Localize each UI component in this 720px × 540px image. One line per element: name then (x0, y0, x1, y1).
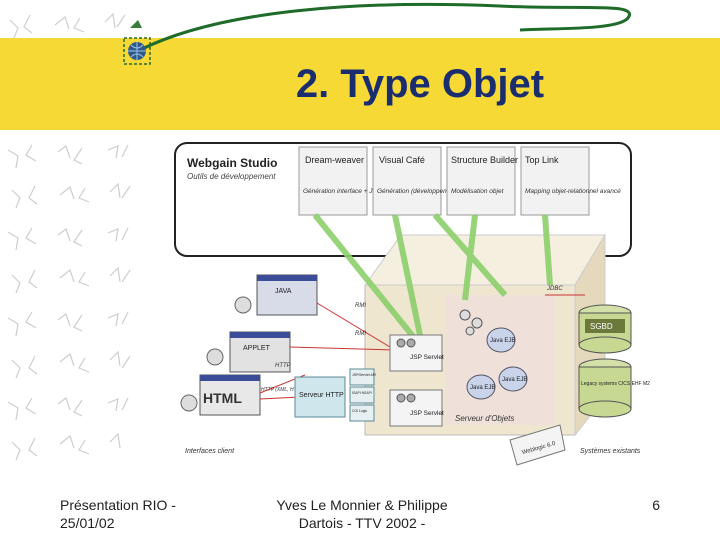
footer-presentation: Présentation RIO - 25/01/02 (60, 497, 176, 531)
tool-box-dreamweaver: Dream-weaver Génération interface + JSP (298, 146, 382, 216)
gateway-label: JSP/Servlet API (352, 373, 376, 377)
tool-name: Visual Café (379, 155, 425, 165)
ejb-component: Java EJB (498, 366, 528, 392)
slide-title: 2. Type Objet (295, 62, 545, 106)
tool-desc: Mapping objet-relationnel avancé (525, 188, 621, 195)
client-html: HTML (180, 374, 261, 416)
studio-title: Webgain Studio (187, 156, 277, 170)
jsp-servlet-box-1: JSP Servlet (389, 334, 444, 372)
protocol-label: HTTP (275, 363, 291, 369)
swoosh-curve (139, 2, 632, 52)
weblogic-tag: Weblogic 6.0 (509, 424, 566, 466)
client-label: HTML (203, 390, 242, 406)
ejb-component: Java EJB (466, 374, 496, 400)
page-number: 6 (652, 497, 660, 513)
gateway-label: CGI Logic (352, 409, 367, 413)
title-decoration (123, 2, 632, 65)
background-pattern (7, 12, 131, 461)
client-applet: APPLET (206, 331, 291, 373)
tool-desc: Modélisation objet (451, 188, 505, 195)
tool-name: Top Link (525, 155, 559, 165)
tool-desc: Génération (développement) (377, 188, 460, 195)
gear-icon (459, 309, 483, 336)
jsp-label: JSP Servlet (410, 410, 444, 417)
ejb-label: Java EJB (490, 338, 515, 344)
protocol-label: HTTP (XML, HTML) (261, 387, 306, 393)
studio-subtitle: Outils de développement (187, 172, 276, 181)
client-label: APPLET (243, 345, 271, 352)
tool-box-top-link: Top Link Mapping objet-relationnel avanc… (520, 146, 621, 216)
http-server-label: Serveur HTTP (299, 392, 344, 399)
gateway-label: ISAPI NSAPI (352, 391, 372, 395)
http-server-box: Serveur HTTP JSP/Servlet API ISAPI NSAPI… (294, 368, 376, 422)
user-icon (206, 348, 224, 366)
protocol-label: JDBC (546, 286, 563, 292)
user-icon (234, 296, 252, 314)
tool-name: Dream-weaver (305, 155, 364, 165)
legacy-database: Legacy systems CICS EHF M2 (578, 358, 650, 418)
client-java: JAVA (234, 274, 318, 316)
user-icon (180, 394, 198, 412)
db-label: SGBD (590, 322, 613, 331)
db-label: Legacy systems CICS EHF M2 (581, 381, 650, 387)
tool-name: Structure Builder (451, 155, 518, 165)
title-banner (0, 38, 720, 130)
tool-arrows (312, 213, 553, 347)
tool-box-visual-cafe: Visual Café Génération (développement) (372, 146, 460, 216)
ejb-label: Java EJB (470, 385, 495, 391)
jsp-label: JSP Servlet (410, 354, 444, 361)
jsp-servlet-box-2: JSP Servlet (389, 389, 444, 427)
sgbd-database: SGBD (578, 304, 632, 354)
tool-desc: Génération interface + JSP (303, 188, 382, 195)
tool-box-structure-builder: Structure Builder Modélisation objet (446, 146, 518, 216)
external-systems-label: Systèmes existants (580, 448, 641, 455)
protocol-label: RMI (355, 303, 366, 309)
ejb-component: Java EJB (486, 327, 516, 353)
object-server-label: Serveur d'Objets (455, 414, 514, 423)
footer-authors: Yves Le Monnier & Philippe Dartois - TTV… (276, 497, 448, 531)
architecture-diagram: Webgain Studio Outils de développement D… (174, 142, 650, 466)
ejb-label: Java EJB (502, 377, 527, 383)
client-label: JAVA (275, 288, 292, 295)
client-section-label: Interfaces client (185, 448, 235, 455)
protocol-label: RMI (355, 331, 366, 337)
